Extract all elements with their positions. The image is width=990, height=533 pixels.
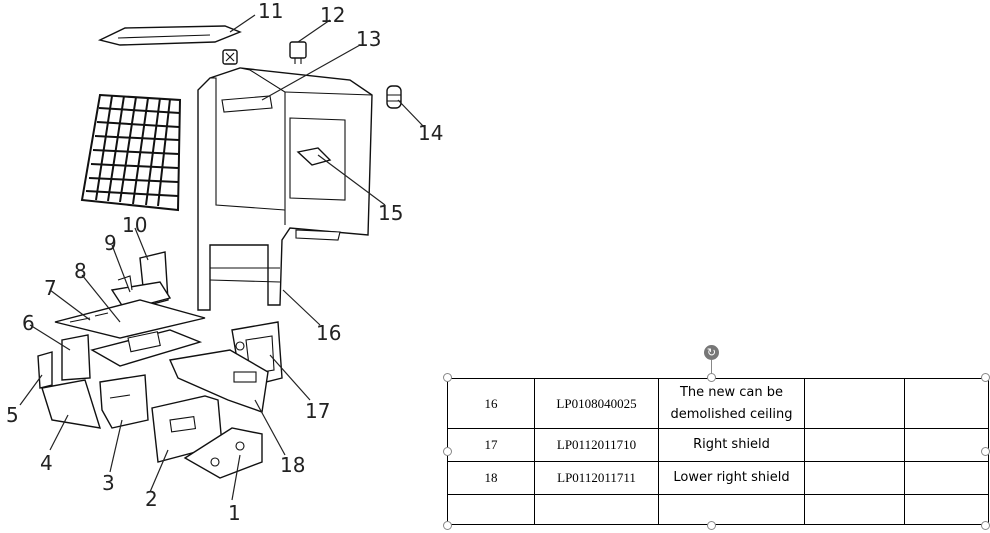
callout-11: 11 <box>258 0 283 23</box>
callout-4: 4 <box>40 451 53 475</box>
empty-cell[interactable] <box>904 461 989 495</box>
callout-9: 9 <box>104 231 117 255</box>
part-14-beacon-lamp <box>386 85 402 109</box>
callout-7: 7 <box>44 276 57 300</box>
part-10-seat <box>110 251 172 311</box>
empty-cell[interactable] <box>804 378 905 429</box>
callout-leader-lines <box>19 14 426 501</box>
part-7-8-floor-plates <box>54 299 206 367</box>
callout-13: 13 <box>356 27 381 51</box>
table-row[interactable]: 17 LP0112011710 Right shield <box>447 428 989 462</box>
part-name[interactable] <box>658 494 805 525</box>
table-row[interactable] <box>447 494 989 525</box>
part-12-work-lamp <box>222 41 307 65</box>
part-code[interactable]: LP0112011711 <box>534 461 659 495</box>
callout-1: 1 <box>228 501 241 525</box>
selection-handle-bottom-right[interactable] <box>981 521 990 530</box>
part-name[interactable]: Lower right shield <box>658 461 805 495</box>
part-4-skirt <box>41 379 102 429</box>
callout-2: 2 <box>145 487 158 511</box>
callout-5: 5 <box>6 403 19 427</box>
front-grid-screen <box>80 93 182 212</box>
empty-cell[interactable] <box>804 494 905 525</box>
callout-8: 8 <box>74 259 87 283</box>
selection-handle-top-middle[interactable] <box>707 373 716 382</box>
part-11-roof-panel <box>97 25 242 46</box>
empty-cell[interactable] <box>904 378 989 429</box>
rotate-handle-stem <box>711 360 712 375</box>
row-number[interactable] <box>447 494 535 525</box>
callout-labels: 1 2 3 4 5 6 7 8 9 10 11 12 13 14 15 16 1… <box>6 0 443 525</box>
part-5-6-side-panels <box>37 334 91 389</box>
part-3-left-shield <box>99 374 149 429</box>
parts-table-selection[interactable]: 16 LP0108040025 The new can be demolishe… <box>447 378 989 526</box>
parts-table[interactable]: 16 LP0108040025 The new can be demolishe… <box>447 378 989 525</box>
part-1-counterweight <box>183 427 263 479</box>
row-number[interactable]: 17 <box>447 428 535 462</box>
selection-handle-top-right[interactable] <box>981 373 990 382</box>
selection-handle-bottom-left[interactable] <box>443 521 452 530</box>
callout-10: 10 <box>122 213 147 237</box>
row-number[interactable]: 18 <box>447 461 535 495</box>
exploded-parts-diagram: 1 2 3 4 5 6 7 8 9 10 11 12 13 14 15 16 1… <box>6 0 443 525</box>
callout-12: 12 <box>320 3 345 27</box>
callout-17: 17 <box>305 399 330 423</box>
part-code[interactable] <box>534 494 659 525</box>
row-number[interactable]: 16 <box>447 378 535 429</box>
selection-handle-middle-left[interactable] <box>443 447 452 456</box>
part-code[interactable]: LP0112011710 <box>534 428 659 462</box>
table-row[interactable]: 18 LP0112011711 Lower right shield <box>447 461 989 495</box>
part-name[interactable]: Right shield <box>658 428 805 462</box>
empty-cell[interactable] <box>804 428 905 462</box>
empty-cell[interactable] <box>904 494 989 525</box>
cab-frame <box>197 67 373 311</box>
callout-14: 14 <box>418 121 443 145</box>
part-name[interactable]: The new can be demolished ceiling <box>658 378 805 429</box>
empty-cell[interactable] <box>804 461 905 495</box>
callout-15: 15 <box>378 201 403 225</box>
callout-3: 3 <box>102 471 115 495</box>
callout-6: 6 <box>22 311 35 335</box>
rotate-handle-icon[interactable]: ↻ <box>704 345 719 360</box>
selection-handle-bottom-middle[interactable] <box>707 521 716 530</box>
empty-cell[interactable] <box>904 428 989 462</box>
selection-handle-top-left[interactable] <box>443 373 452 382</box>
callout-16: 16 <box>316 321 341 345</box>
selection-handle-middle-right[interactable] <box>981 447 990 456</box>
table-row[interactable]: 16 LP0108040025 The new can be demolishe… <box>447 378 989 429</box>
callout-18: 18 <box>280 453 305 477</box>
part-code[interactable]: LP0108040025 <box>534 378 659 429</box>
